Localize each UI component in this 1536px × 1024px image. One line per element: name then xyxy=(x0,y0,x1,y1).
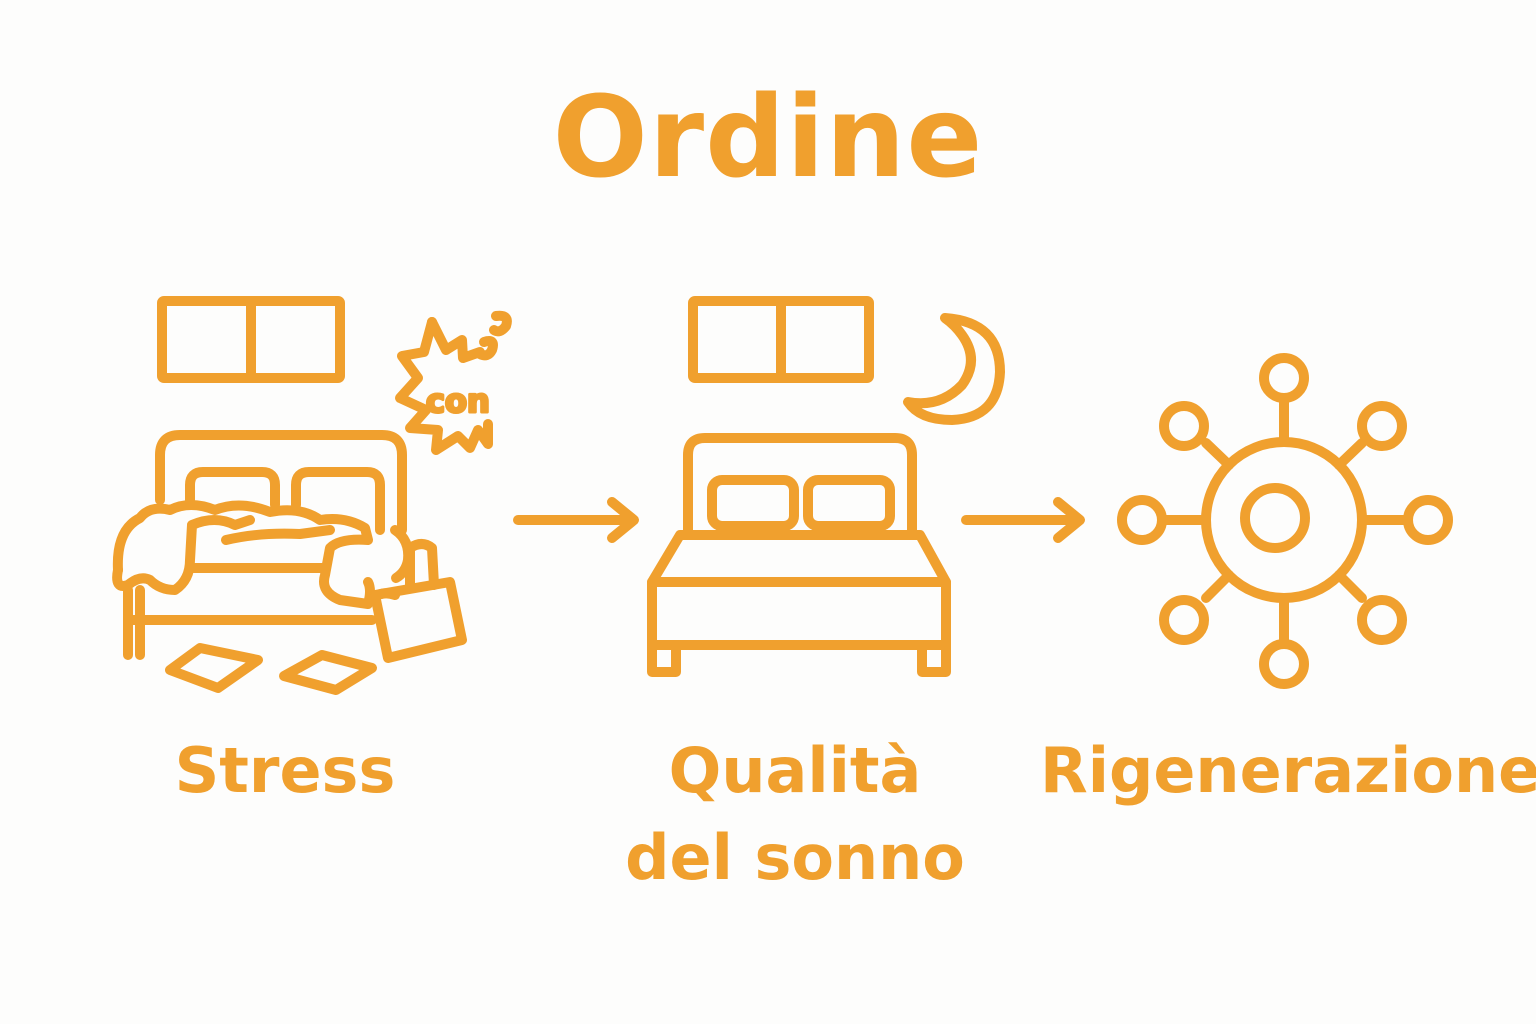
step-label-regeneration: Rigenerazione xyxy=(1040,734,1536,807)
step-label-line: del sonno xyxy=(625,820,965,894)
regeneration-network-icon xyxy=(1117,353,1453,689)
stress-burst-icon: con xyxy=(395,310,512,455)
step-label-stress: Stress xyxy=(174,734,396,807)
bag-icon xyxy=(367,539,467,663)
step-label-sleep-quality-line: Qualità del sonno xyxy=(600,728,990,902)
arrow-right-icon xyxy=(961,497,1085,543)
tidy-bed-moon-icon xyxy=(647,296,1005,677)
step-label-sleep-quality: Qualità del sonno xyxy=(600,728,990,902)
made-bed-icon xyxy=(647,433,951,677)
scattered-papers-icon xyxy=(165,643,377,695)
messy-bedroom-icon: con xyxy=(112,296,512,695)
moon-icon xyxy=(903,313,1005,425)
unmade-bed-icon xyxy=(112,430,414,660)
step-label-line: Qualità xyxy=(668,734,922,807)
stress-burst-text: con xyxy=(426,382,490,420)
window-icon xyxy=(688,296,874,383)
diagram-title: Ordine xyxy=(552,73,984,203)
arrow-right-icon xyxy=(513,497,639,543)
window-icon xyxy=(157,296,345,383)
